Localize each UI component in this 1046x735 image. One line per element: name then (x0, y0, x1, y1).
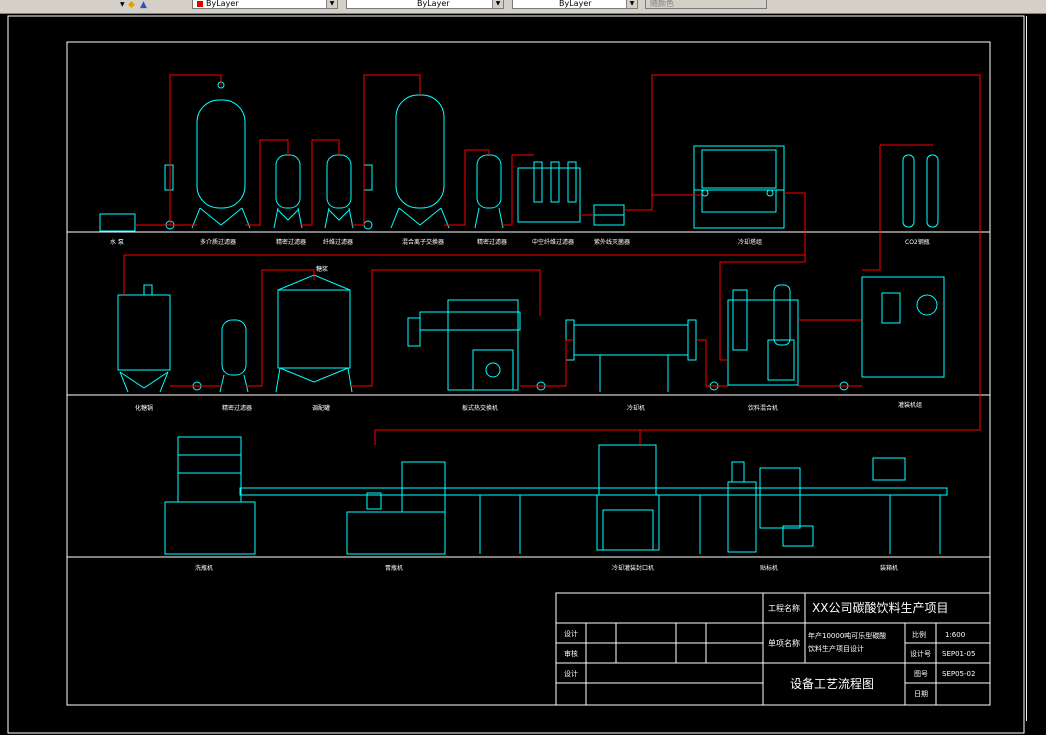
color-swatch-icon (197, 1, 203, 7)
label-r3-3: 贴标机 (760, 564, 778, 572)
pipelines (123, 74, 981, 445)
label-r3-1: 胃瓶机 (385, 564, 403, 572)
label-r1-4: 混合离子交换器 (402, 238, 444, 246)
plotstyle-combo: 随颜色 (645, 0, 767, 9)
design-label: 设计 (564, 629, 578, 638)
label-r2-2: 调配罐 (312, 404, 330, 412)
draw-label: 设计 (564, 669, 578, 678)
design-no-label: 设计号 (910, 649, 931, 658)
chevron-down-icon[interactable]: ▼ (492, 0, 503, 8)
chevron-down-icon[interactable]: ▼ (326, 0, 337, 8)
drawing-no-label: 图号 (914, 670, 928, 678)
label-r1-9: CO2钢瓶 (905, 238, 930, 246)
row1-equipment (99, 81, 939, 232)
scale-label: 比例 (912, 630, 926, 639)
title-block (555, 592, 991, 706)
toolbar: ◆ ▲ ▼ ByLayer ▼ ByLayer ▼ ByLayer ▼ 随颜色 (0, 0, 1046, 14)
row1-labels: 水 泵 多介质过滤器 精密过滤器 纤维过滤器 混合离子交换器 精密过滤器 中空纤… (110, 238, 930, 246)
check-label: 审核 (564, 649, 578, 658)
row2-equipment (117, 274, 945, 393)
drawing-border (66, 41, 991, 706)
project-name-label: 工程名称 (768, 603, 800, 613)
drawing-title: 设备工艺流程图 (790, 676, 874, 691)
layer-icon[interactable]: ◆ (128, 0, 135, 10)
chevron-down-icon[interactable]: ▼ (626, 0, 637, 8)
outer-frame (7, 15, 1025, 734)
dropdown-arrow-icon[interactable]: ▼ (120, 1, 125, 8)
row2-labels: 化糖锅 精密过滤器 调配罐 糖浆 板式热交换机 冷却机 饮料混合机 灌装机组 (135, 265, 922, 412)
label-r1-2: 精密过滤器 (276, 238, 306, 246)
row3-labels: 洗瓶机 胃瓶机 冷却灌装封口机 贴标机 装箱机 (195, 564, 898, 572)
label-r1-3: 纤维过滤器 (323, 238, 353, 246)
label-r2-5: 冷却机 (627, 404, 645, 412)
label-r1-6: 中空纤维过滤器 (532, 238, 574, 246)
label-r2-0: 化糖锅 (135, 404, 153, 412)
label-r2-3: 糖浆 (316, 265, 328, 273)
label-r2-4: 板式热交换机 (462, 404, 498, 412)
scale-value: 1:600 (945, 631, 965, 639)
project-name: XX公司碳酸饮料生产项目 (812, 600, 948, 615)
sub-project-label: 单项名称 (768, 638, 800, 648)
sub-project-line2: 饮料生产项目设计 (808, 644, 864, 653)
title-block-text: 工程名称 XX公司碳酸饮料生产项目 单项名称 年产10000吨可乐型碳酸 饮料生… (564, 600, 975, 698)
label-r1-1: 多介质过滤器 (200, 238, 236, 246)
color-combo[interactable]: ByLayer ▼ (192, 0, 338, 9)
row3-equipment (164, 436, 948, 555)
drawing-no-value: SEP05-02 (942, 670, 975, 678)
layer-manager-icon[interactable]: ▲ (140, 0, 147, 10)
label-r2-6: 饮料混合机 (748, 404, 778, 412)
lineweight-combo[interactable]: ByLayer ▼ (512, 0, 638, 9)
linetype-combo[interactable]: ByLayer ▼ (346, 0, 504, 9)
label-r2-7: 灌装机组 (898, 401, 922, 409)
label-r2-1: 精密过滤器 (222, 404, 252, 412)
label-r1-8: 冷却塔组 (738, 238, 762, 246)
sub-project-line1: 年产10000吨可乐型碳酸 (808, 631, 886, 640)
vertical-scrollbar[interactable] (1026, 16, 1043, 721)
label-r3-4: 装箱机 (880, 564, 898, 572)
date-label: 日期 (914, 690, 928, 698)
label-r3-2: 冷却灌装封口机 (612, 564, 654, 572)
label-r1-0: 水 泵 (110, 238, 124, 246)
label-r1-5: 精密过滤器 (477, 238, 507, 246)
design-no-value: SEP01-05 (942, 650, 975, 658)
label-r3-0: 洗瓶机 (195, 564, 213, 572)
label-r1-7: 紫外线灭菌器 (594, 238, 630, 246)
